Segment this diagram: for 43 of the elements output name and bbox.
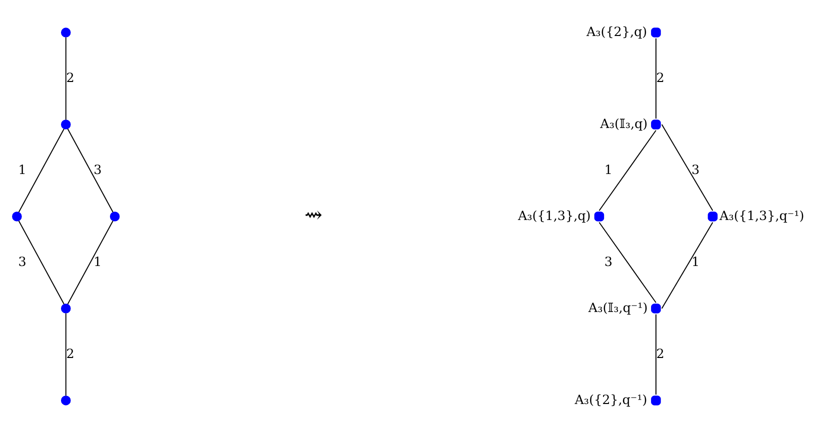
edge-label: 2 [656,70,664,85]
connector [598,130,656,212]
edge-label: 2 [66,346,74,361]
connector [18,220,64,305]
edge-label: 1 [604,162,613,177]
edge-label: 3 [604,254,613,269]
edge-label: 2 [66,70,74,85]
node-label: A₃(𝕀₃,q) [600,116,648,131]
node-label: A₃({1,3},q) [518,208,591,223]
node-circle [708,212,718,222]
connector [655,38,656,120]
node-label: A₃({1,3},q⁻¹) [720,208,804,223]
node-label: A₃(𝕀₃,q⁻¹) [588,300,648,315]
node-circle [651,28,661,38]
connector [661,124,714,212]
connector [67,128,114,213]
node-label: A₃({2},q⁻¹) [574,392,648,407]
node-circle [60,28,71,38]
connector [598,222,656,304]
edge-label: 1 [18,162,26,177]
node-circle [651,120,661,130]
connector [18,128,64,213]
node-circle [651,396,661,406]
node-label: A₃({2},q) [586,24,648,39]
connector [67,220,114,305]
node-circle [60,120,71,130]
node-circle [60,304,71,314]
node-circle [651,304,661,314]
label: ⇝ [304,202,322,228]
edge-label: 2 [656,346,664,361]
node-circle [110,212,120,222]
edge-label: 3 [692,162,700,177]
connector [65,36,66,120]
edge-label: 3 [94,162,102,177]
edge-label: 1 [94,254,102,269]
edge-label: 3 [18,254,26,269]
node-circle [60,396,71,406]
node-circle [12,212,22,222]
edge-label: 1 [692,254,700,269]
connector [655,314,656,396]
node-circle [594,212,604,222]
connector [65,312,66,396]
connector [661,222,714,309]
